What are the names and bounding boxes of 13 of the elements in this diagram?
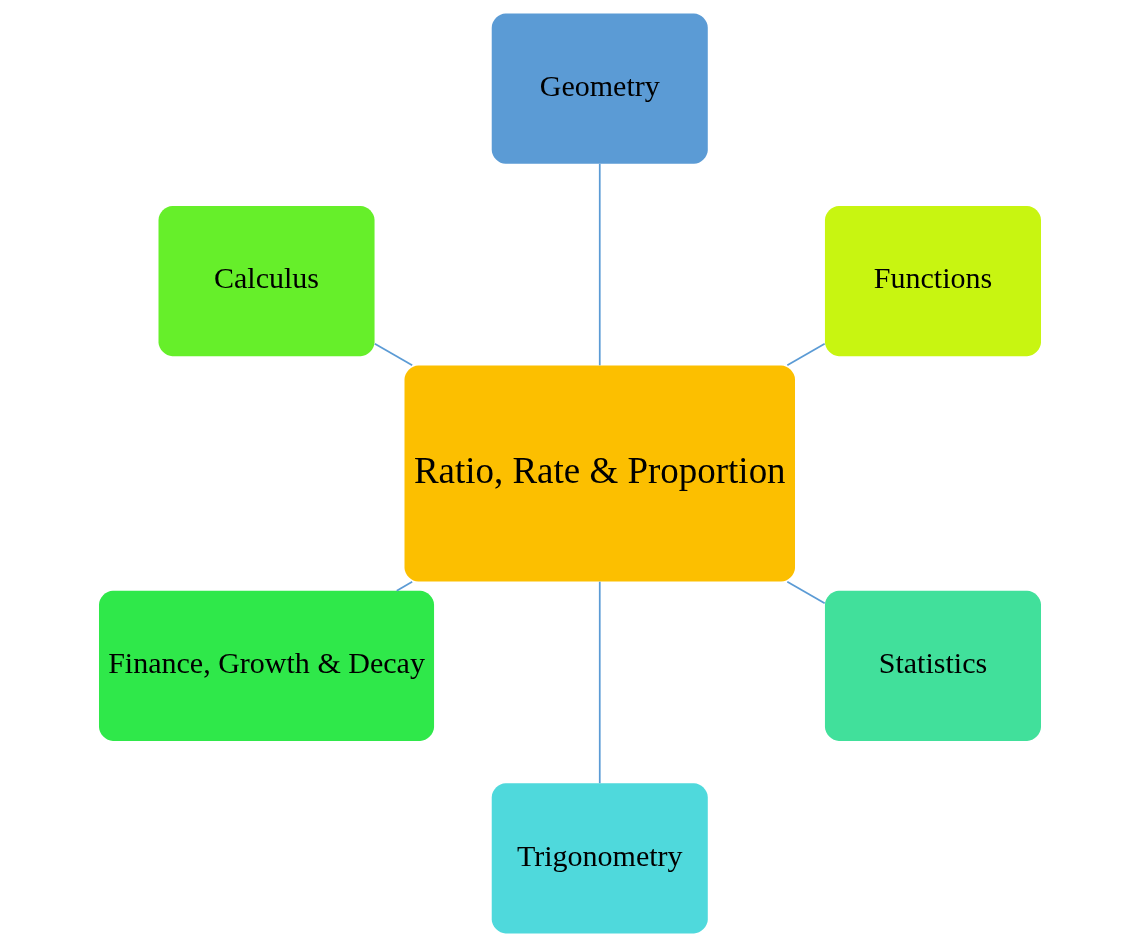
node-box: Statistics <box>824 590 1041 741</box>
connector <box>786 580 826 604</box>
node-box: Trigonometry <box>491 782 708 933</box>
connector <box>395 580 414 592</box>
node-box: Geometry <box>491 13 708 164</box>
connector <box>373 342 414 366</box>
connector <box>786 342 826 366</box>
node-box: Functions <box>824 205 1041 356</box>
node-box: Calculus <box>158 205 375 356</box>
node-box: Finance, Growth & Decay <box>99 590 435 741</box>
connector <box>598 162 601 366</box>
node-box: Ratio, Rate & Proportion <box>404 365 795 582</box>
connector <box>598 580 601 784</box>
